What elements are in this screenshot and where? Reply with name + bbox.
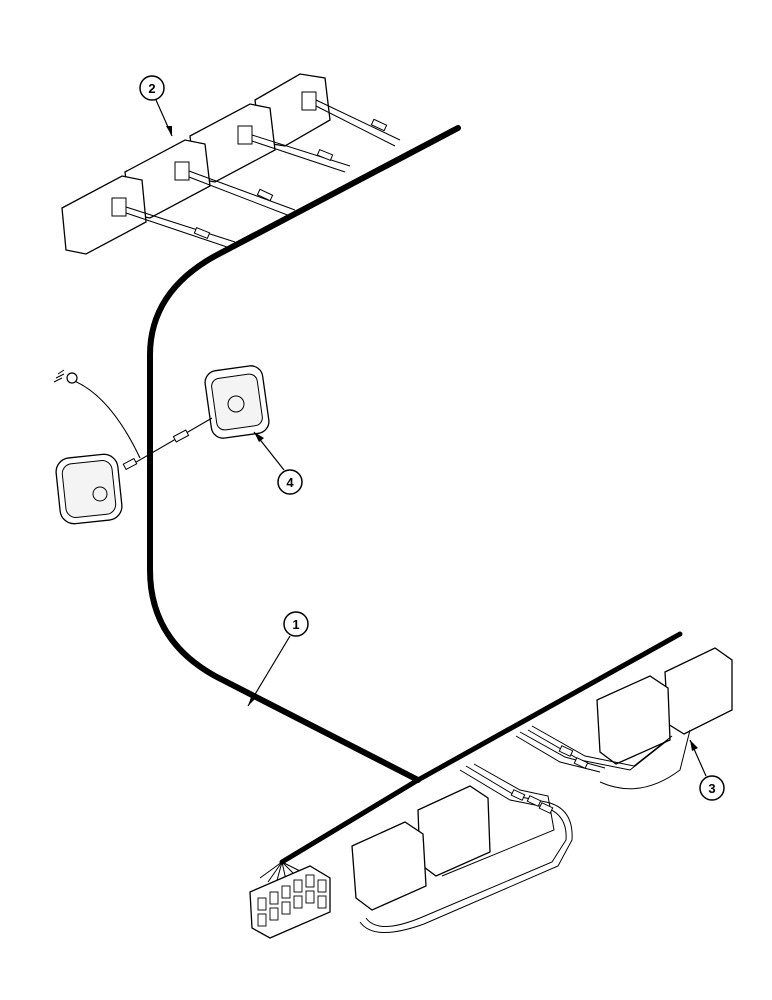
upper-lamp-assembly <box>61 73 401 255</box>
callout-4-label: 4 <box>286 475 294 490</box>
ground-icon <box>53 369 78 384</box>
main-harness <box>147 125 683 865</box>
callout-2: 2 <box>139 75 173 137</box>
callout-4: 4 <box>253 431 303 495</box>
callout-3-label: 3 <box>708 781 715 796</box>
callout-1-label: 1 <box>292 617 299 632</box>
side-lamp-rear <box>204 365 270 439</box>
callout-3: 3 <box>689 739 725 801</box>
rear-lamp-assembly-left <box>351 763 573 933</box>
upper-lamp-1 <box>61 175 147 255</box>
callout-2-label: 2 <box>148 81 155 96</box>
rear-lamp-right-2 <box>664 647 733 735</box>
rear-lamp-left-2 <box>417 785 491 877</box>
side-lamp-assembly <box>53 365 270 525</box>
side-lamp-front <box>55 453 123 525</box>
callout-1: 1 <box>247 611 309 707</box>
rear-lamp-assembly-right <box>515 647 733 790</box>
rear-lamp-right-1 <box>596 675 671 765</box>
rear-lamp-left-1 <box>351 821 427 911</box>
main-connector <box>249 861 331 939</box>
